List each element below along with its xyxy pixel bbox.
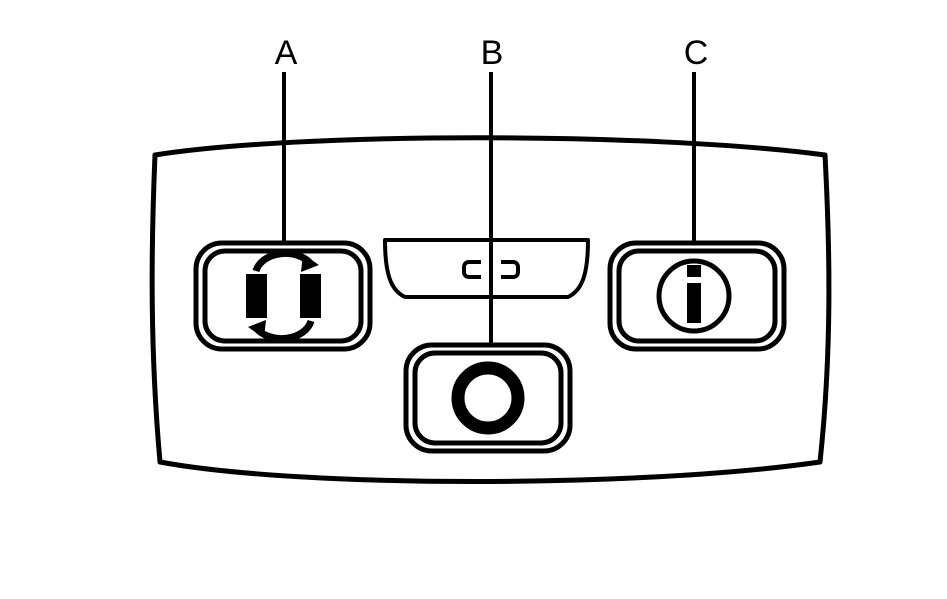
info-icon-dot xyxy=(687,265,701,277)
round-button[interactable] xyxy=(403,342,573,454)
button-a-inner-bezel xyxy=(202,248,364,344)
air-recirculation-button[interactable] xyxy=(193,240,373,352)
recirculation-bar-right xyxy=(300,274,321,318)
callout-label-a: A xyxy=(275,34,298,72)
center-display-outline xyxy=(383,238,590,299)
recirculation-arrowhead-bottom xyxy=(248,320,266,338)
info-icon-stem xyxy=(687,283,701,323)
info-icon xyxy=(656,258,732,334)
center-display-panel xyxy=(383,238,590,299)
info-button[interactable] xyxy=(607,240,787,352)
circle-ring-icon xyxy=(451,361,525,435)
recirculation-icon xyxy=(246,249,321,343)
recirculation-bar-left xyxy=(246,274,267,318)
callout-label-b: B xyxy=(481,34,504,72)
bracket-left-icon xyxy=(462,260,481,279)
recirculation-arrowhead-top xyxy=(301,254,319,272)
callout-leaders xyxy=(282,72,696,345)
callout-label-c: C xyxy=(684,34,709,72)
bracket-right-icon xyxy=(501,260,520,279)
